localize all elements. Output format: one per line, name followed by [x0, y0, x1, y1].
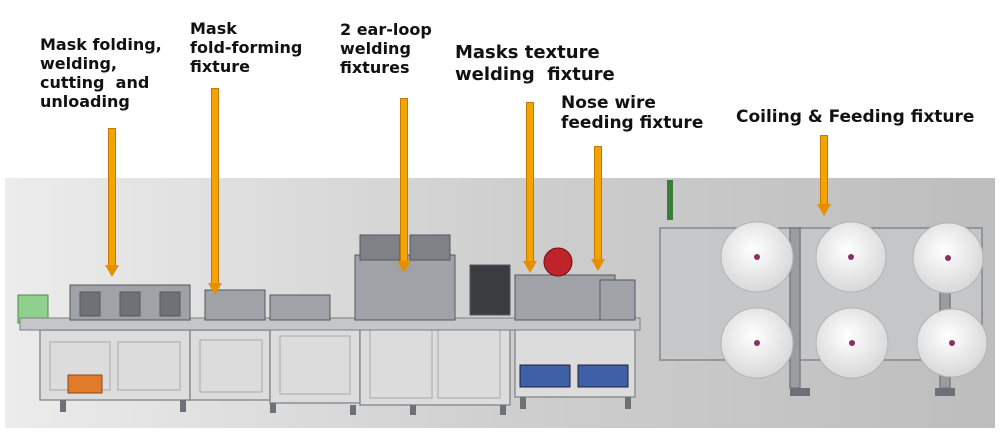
red-wheel	[543, 247, 573, 277]
arrow-coiling	[817, 135, 831, 217]
arrow-ear-loop	[397, 98, 411, 274]
label-folding: Mask folding, welding, cutting and unloa…	[40, 35, 162, 111]
label-texture: Masks texture welding fixture	[455, 42, 615, 85]
arrow-folding	[105, 128, 119, 278]
arrow-nose-wire	[591, 146, 605, 272]
arrow-fold-forming	[208, 88, 222, 296]
legs	[60, 388, 955, 415]
arrow-texture	[523, 102, 537, 274]
upper-mechanisms	[69, 234, 636, 321]
control-box	[67, 374, 103, 394]
label-ear-loop: 2 ear-loop welding fixtures	[340, 20, 432, 77]
blue-panel-1	[519, 364, 571, 388]
label-fold-forming: Mask fold-forming fixture	[190, 19, 303, 76]
blue-panel-2	[577, 364, 629, 388]
signal-tower	[667, 180, 673, 220]
roll-cores	[754, 254, 955, 346]
base-cabinets	[39, 319, 636, 406]
label-nose-wire: Nose wire feeding fixture	[561, 93, 704, 133]
label-coiling: Coiling & Feeding fixture	[736, 107, 975, 127]
